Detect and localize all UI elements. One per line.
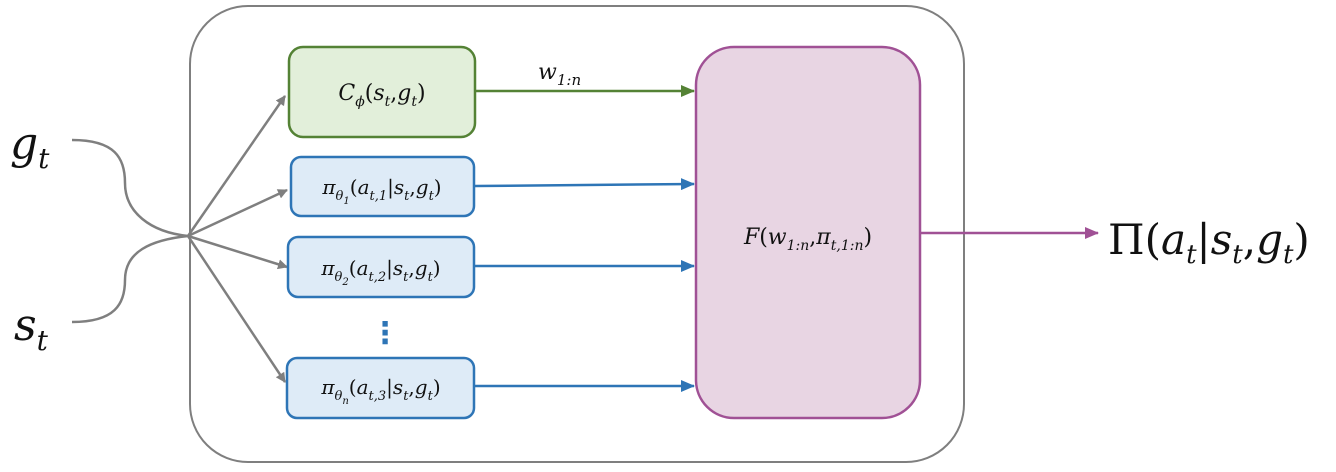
arrow-to-policy-2 <box>187 234 288 270</box>
policy-1-arrow <box>474 178 695 191</box>
state-input-label: st <box>14 300 49 357</box>
arrow-to-classifier <box>186 95 287 237</box>
combiner-box <box>694 45 922 420</box>
state-input-curve <box>71 234 189 324</box>
svg-text:πθn(at,3|st,gt): πθn(at,3|st,gt) <box>320 375 440 407</box>
arrow-to-policy-n <box>186 235 287 383</box>
svg-text:πθ1(at,1|st,gt): πθ1(at,1|st,gt) <box>321 175 441 207</box>
goal-input-label: gt <box>10 118 50 175</box>
output-policy-label: Π(at|st,gt) <box>1108 215 1310 270</box>
policy-box-2: πθ2(at,2|st,gt) <box>286 235 476 299</box>
policy-ellipsis: ⋮ <box>370 316 400 351</box>
classifier-label: Cϕ(st,gt) <box>338 81 425 110</box>
svg-text:πθ2(at,2|st,gt): πθ2(at,2|st,gt) <box>320 256 440 288</box>
policy-box-1: πθ1(at,1|st,gt) <box>289 155 476 218</box>
combiner-label: F(w1:n,πt,1:n) <box>743 225 872 254</box>
goal-input-curve <box>71 138 189 238</box>
classifier-box <box>287 45 477 139</box>
arrow-to-policy-1 <box>187 188 288 238</box>
policy-box-n: πθn(at,3|st,gt) <box>285 356 476 420</box>
weights-label: w1:n <box>538 60 581 89</box>
